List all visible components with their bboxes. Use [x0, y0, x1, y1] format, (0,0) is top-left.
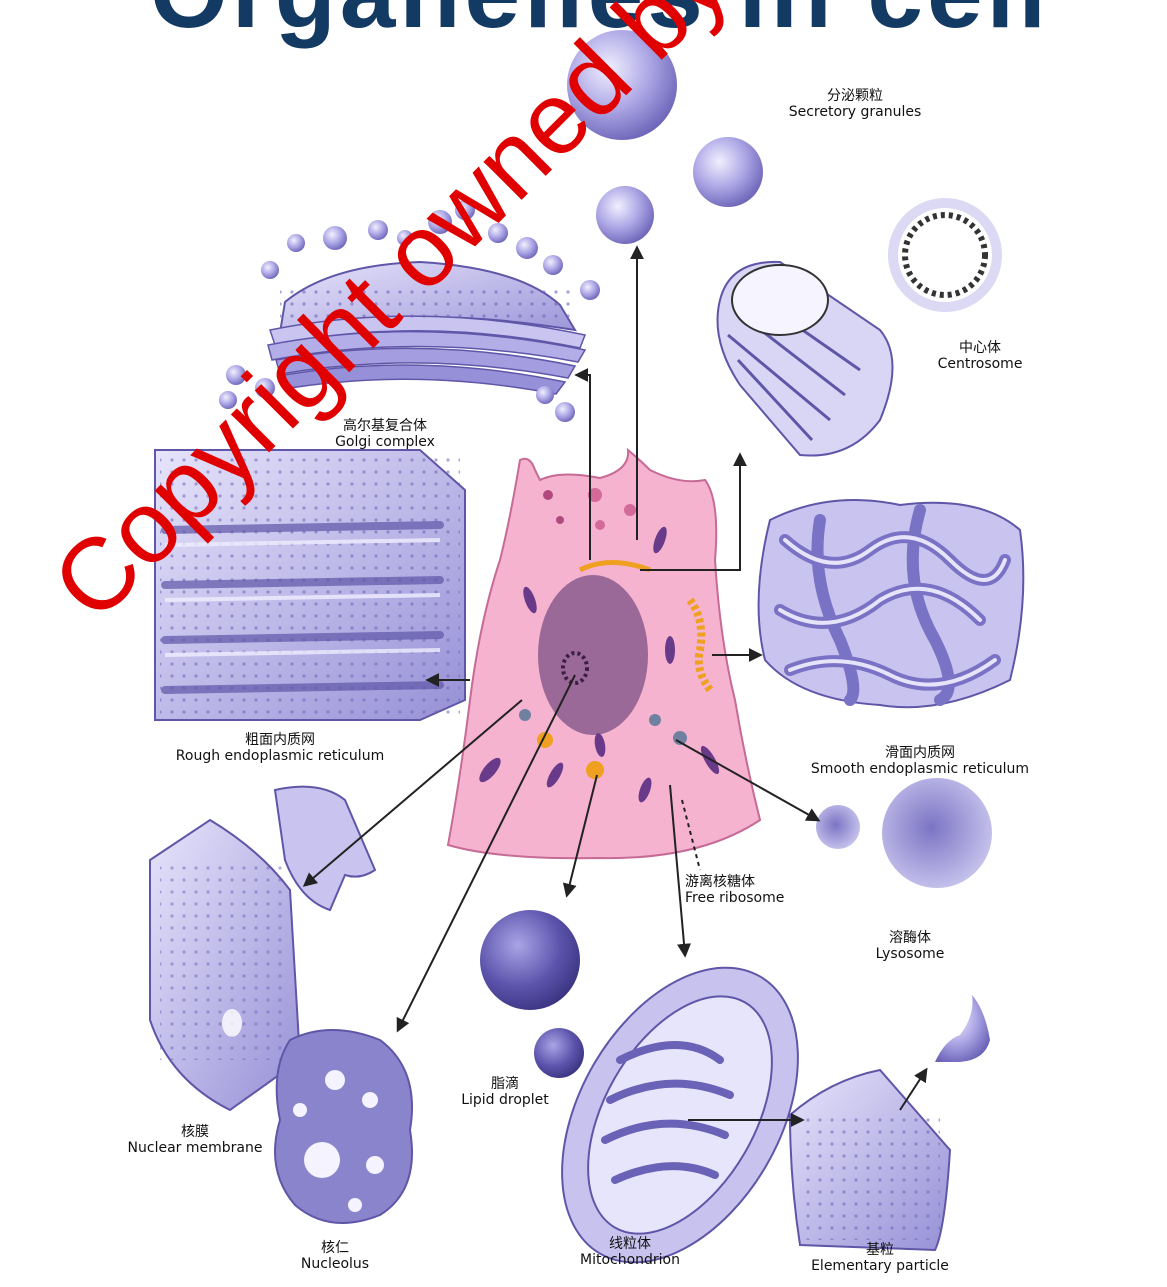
label-en: Free ribosome — [685, 890, 825, 906]
label-zh: 中心体 — [920, 340, 1040, 356]
label-nucleolus: 核仁 Nucleolus — [275, 1240, 395, 1272]
label-en: Lipid droplet — [440, 1092, 570, 1108]
label-en: Nucleolus — [275, 1256, 395, 1272]
label-zh: 溶酶体 — [850, 930, 970, 946]
elementary-particle — [790, 995, 990, 1250]
label-en: Lysosome — [850, 946, 970, 962]
label-mitochondrion: 线粒体 Mitochondrion — [560, 1236, 700, 1268]
label-smooth-er: 滑面内质网 Smooth endoplasmic reticulum — [790, 745, 1050, 777]
label-zh: 游离核糖体 — [685, 874, 825, 890]
label-zh: 脂滴 — [440, 1076, 570, 1092]
lysosome — [816, 778, 992, 888]
label-en: Secretory granules — [770, 104, 940, 120]
label-zh: 粗面内质网 — [160, 732, 400, 748]
label-en: Nuclear membrane — [110, 1140, 280, 1156]
label-secretory-granules: 分泌颗粒 Secretory granules — [770, 88, 940, 120]
label-en: Mitochondrion — [560, 1252, 700, 1268]
label-elementary-particle: 基粒 Elementary particle — [780, 1242, 980, 1274]
label-zh: 基粒 — [780, 1242, 980, 1258]
label-zh: 滑面内质网 — [790, 745, 1050, 761]
label-nuclear-membrane: 核膜 Nuclear membrane — [110, 1124, 280, 1156]
label-lipid-droplet: 脂滴 Lipid droplet — [440, 1076, 570, 1108]
label-lysosome: 溶酶体 Lysosome — [850, 930, 970, 962]
label-free-ribosome: 游离核糖体 Free ribosome — [685, 874, 825, 906]
smooth-er — [759, 500, 1024, 707]
lipid-droplet — [480, 910, 584, 1078]
label-zh: 核仁 — [275, 1240, 395, 1256]
nucleolus — [275, 1030, 412, 1223]
label-centrosome: 中心体 Centrosome — [920, 340, 1040, 372]
label-en: Rough endoplasmic reticulum — [160, 748, 400, 764]
label-en: Centrosome — [920, 356, 1040, 372]
label-en: Smooth endoplasmic reticulum — [790, 761, 1050, 777]
label-rough-er: 粗面内质网 Rough endoplasmic reticulum — [160, 732, 400, 764]
label-zh: 核膜 — [110, 1124, 280, 1140]
centrosome — [718, 203, 998, 456]
label-en: Golgi complex — [300, 434, 470, 450]
label-en: Elementary particle — [780, 1258, 980, 1274]
label-zh: 分泌颗粒 — [770, 88, 940, 104]
label-zh: 线粒体 — [560, 1236, 700, 1252]
